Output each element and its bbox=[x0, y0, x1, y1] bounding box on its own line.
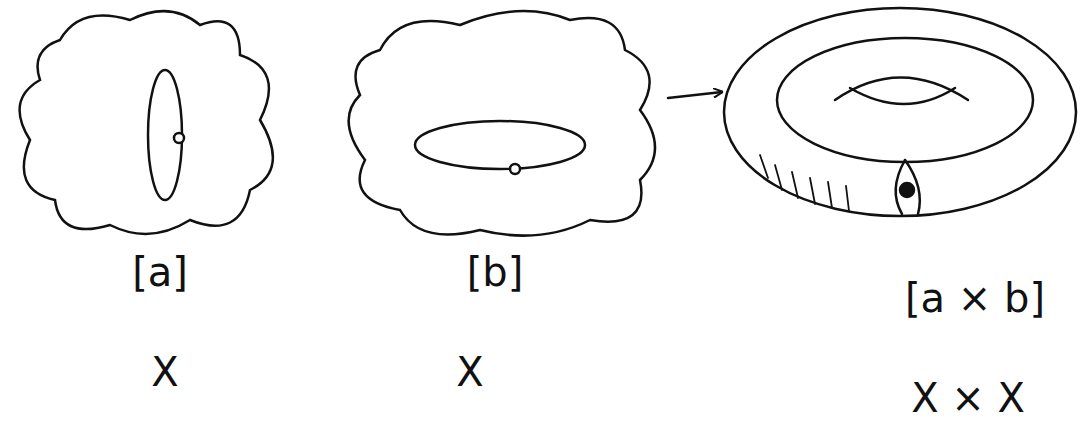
space-label: X × X bbox=[911, 376, 1025, 420]
class-label: [a] bbox=[132, 250, 188, 294]
torus-hole bbox=[850, 88, 955, 104]
torus-outline bbox=[724, 8, 1076, 216]
space-cloud bbox=[349, 11, 655, 236]
base-point bbox=[900, 183, 914, 197]
shading bbox=[760, 155, 849, 211]
loop-b bbox=[415, 121, 585, 169]
torus-hole bbox=[835, 78, 968, 101]
space-cloud bbox=[20, 11, 273, 234]
base-point bbox=[174, 133, 184, 143]
space-label: X bbox=[151, 350, 178, 394]
space-label: X bbox=[456, 350, 483, 394]
arrow bbox=[668, 92, 722, 98]
class-label: [a × b] bbox=[905, 276, 1045, 320]
base-point bbox=[510, 164, 520, 174]
class-label: [b] bbox=[467, 250, 524, 294]
torus-ridge bbox=[777, 38, 1033, 162]
